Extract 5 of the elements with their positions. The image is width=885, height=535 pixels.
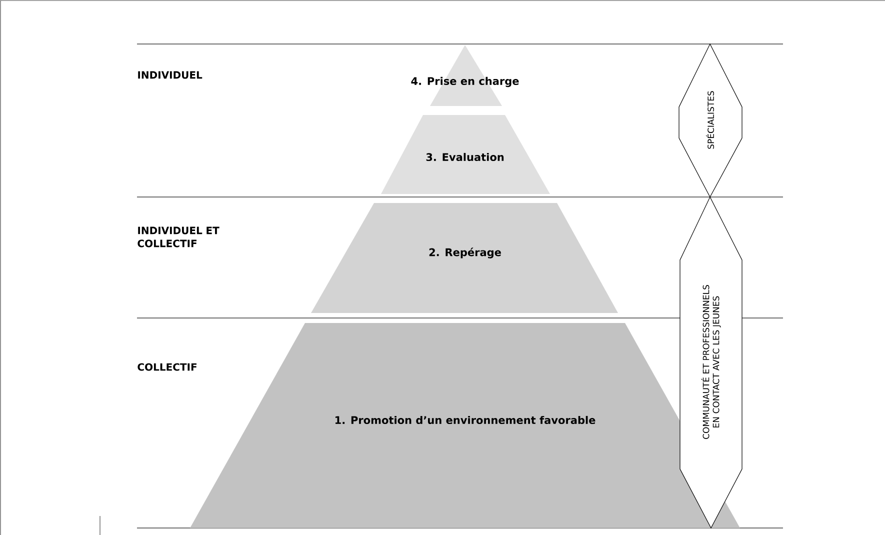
pyramid-level: 2. Repérage bbox=[311, 203, 618, 313]
level-label: INDIVIDUEL ET COLLECTIF bbox=[138, 226, 220, 248]
pyramid-level: 3. Evaluation bbox=[381, 115, 550, 194]
level-label: INDIVIDUEL bbox=[138, 71, 202, 79]
pyramid-level: 4. Prise en charge bbox=[411, 45, 519, 106]
